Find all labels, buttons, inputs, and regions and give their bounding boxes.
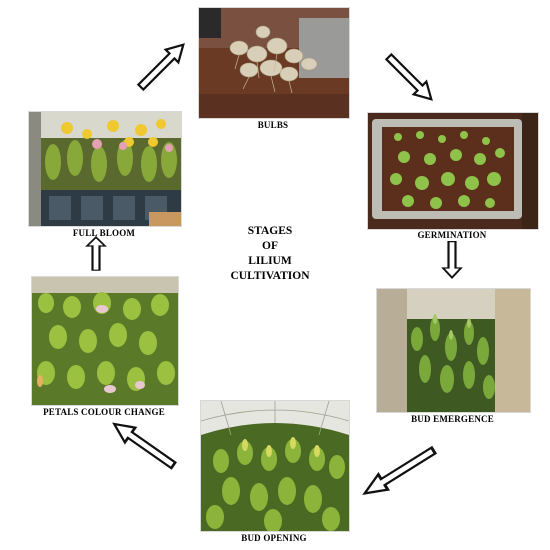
germination-photo (367, 112, 539, 230)
title-line: OF (262, 240, 278, 252)
bulbs-photo (198, 7, 350, 119)
bud-opening-photo (200, 400, 350, 532)
arrow-bulbs-to-germination (381, 49, 439, 107)
diagram-title: STAGES OF LILIUM CULTIVATION (215, 224, 325, 284)
title-line: LILIUM (248, 255, 292, 267)
stage-label-bud-emergence: BUD EMERGENCE (411, 414, 494, 424)
stage-label-bulbs: BULBS (257, 120, 289, 130)
arrow-bud-opening-to-petals-colour-change (107, 415, 180, 474)
stage-label-full-bloom: FULL BLOOM (72, 228, 136, 238)
stage-label-petals-colour-change: PETALS COLOUR CHANGE (43, 407, 165, 417)
title-line: STAGES (247, 225, 293, 237)
full-bloom-photo (28, 111, 182, 227)
arrow-bud-emergence-to-bud-opening (358, 441, 440, 503)
arrow-germination-to-bud-emergence (441, 240, 463, 279)
arrow-petals-colour-change-to-full-bloom (85, 236, 107, 272)
stage-label-germination: GERMINATION (417, 230, 487, 240)
bud-emergence-photo (376, 288, 531, 413)
stage-label-bud-opening: BUD OPENING (241, 533, 307, 543)
petals-colour-change-photo (31, 276, 179, 406)
title-line: CULTIVATION (230, 270, 310, 282)
arrow-full-bloom-to-bulbs (133, 37, 191, 95)
